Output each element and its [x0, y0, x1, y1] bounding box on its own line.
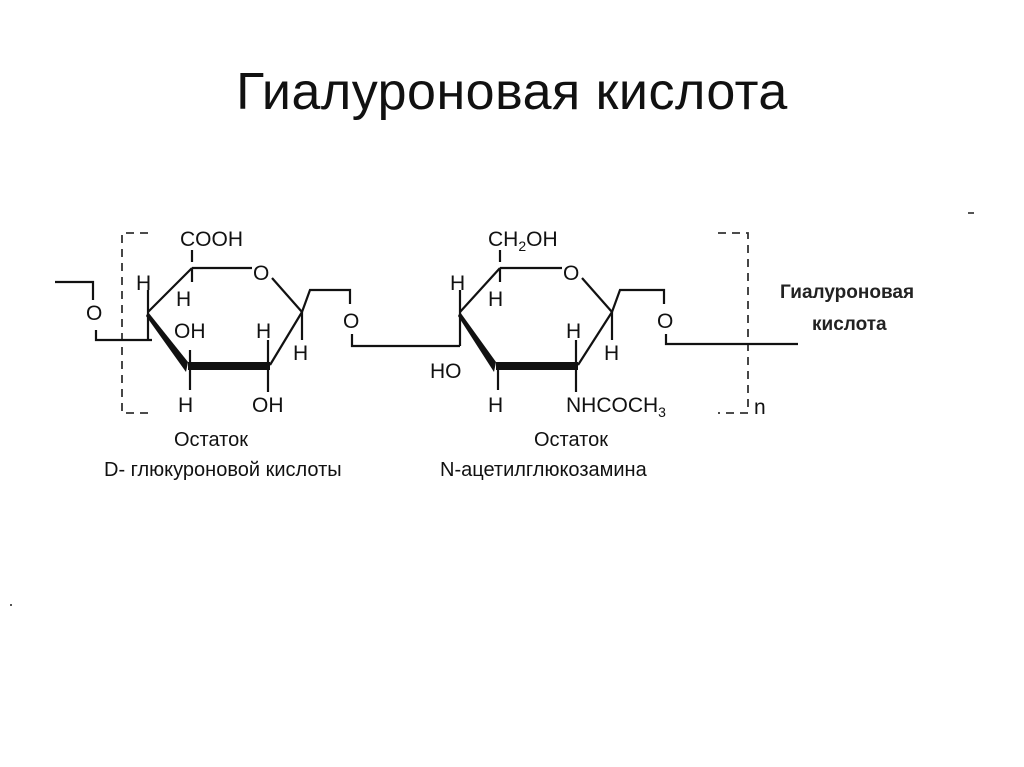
- left-ring-h-inner-right: H: [256, 320, 271, 343]
- left-repeat-bracket: [121, 232, 150, 414]
- right-ring-h-bottom: H: [488, 394, 503, 417]
- left-caption-line1: Остаток: [174, 429, 248, 451]
- page-title: Гиалуроновая кислота: [236, 63, 788, 121]
- right-caption-line1: Остаток: [534, 429, 608, 451]
- right-ring-h-inner: H: [488, 288, 503, 311]
- right-ring-oxygen: O: [563, 262, 579, 285]
- glycosidic-oxygen-left: O: [86, 302, 102, 325]
- acetylglucosamine-ring: [430, 250, 798, 392]
- side-label-line1: Гиалуроновая: [780, 282, 914, 303]
- cooh-group: COOH: [180, 228, 243, 251]
- left-ring-oh-bottom: OH: [252, 394, 284, 417]
- left-ring-h-inner: H: [176, 288, 191, 311]
- left-ring-h-bottom: H: [178, 394, 193, 417]
- side-label-line2: кислота: [812, 314, 887, 335]
- right-ring-h-inner-right: H: [566, 320, 581, 343]
- left-ring-h-right: H: [293, 342, 308, 365]
- glycosidic-oxygen-middle: O: [343, 310, 359, 333]
- left-ring-h-upper: H: [136, 272, 151, 295]
- left-ring-oh-inner: OH: [174, 320, 206, 343]
- right-repeat-bracket: [718, 232, 749, 414]
- right-ring-h-right: H: [604, 342, 619, 365]
- ch2oh-group: CH2OH: [488, 228, 558, 254]
- left-chain-bond: [55, 280, 152, 342]
- left-caption-line2: D- глюкуроновой кислоты: [104, 459, 342, 481]
- nhcoch3-group: NHCOCH3: [566, 394, 666, 420]
- glucuronic-ring: [146, 250, 430, 392]
- repeat-index: n: [754, 396, 766, 419]
- right-ring-h-upper: H: [450, 272, 465, 295]
- speck-dot: [10, 604, 12, 606]
- right-ring-ho: HO: [430, 360, 462, 383]
- speck-mark: [968, 212, 974, 214]
- glycosidic-oxygen-right: O: [657, 310, 673, 333]
- left-ring-oxygen: O: [253, 262, 269, 285]
- right-caption-line2: N-ацетилглюкозамина: [440, 459, 648, 481]
